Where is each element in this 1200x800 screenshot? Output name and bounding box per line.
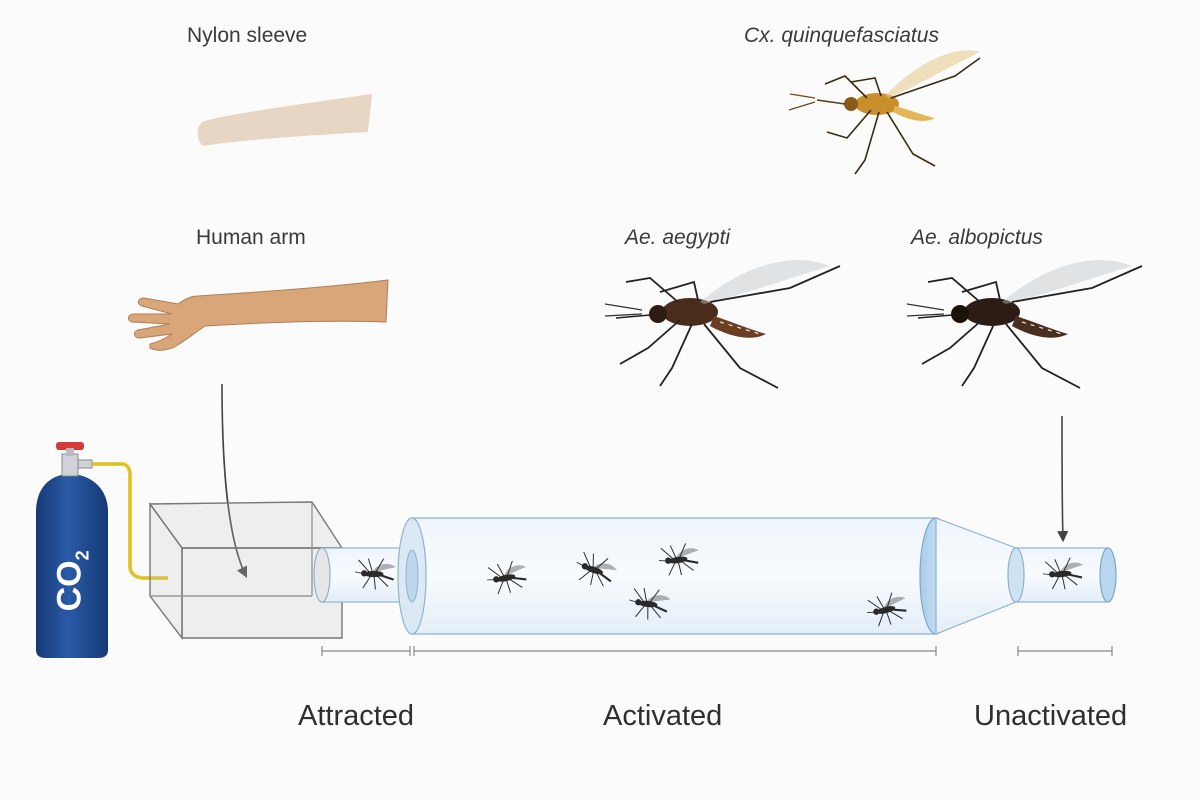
cx-quinquefasciatus-icon [788,50,981,175]
zone-label-activated: Activated [603,700,723,732]
nylon-sleeve-icon [197,94,372,146]
funnel [935,517,1017,635]
label-human-arm: Human arm [196,226,306,249]
label-cx-quinquefasciatus: Cx. quinquefasciatus [744,24,939,47]
human-arm-icon [127,279,389,351]
arrow-to-release-tube [1057,415,1069,543]
zone-label-attracted: Attracted [298,700,415,732]
label-ae-aegypti: Ae. aegypti [625,226,731,249]
zone-brackets [321,646,1113,656]
co2-subscript: 2 [72,550,93,561]
zone-label-unactivated: Unactivated [974,700,1128,732]
ae-albopictus-icon [906,260,1143,389]
arrow-arm-to-box [221,383,248,579]
ae-aegypti-icon [604,260,841,389]
stimulus-box [148,501,344,641]
activation-chamber [397,517,953,635]
label-nylon-sleeve: Nylon sleeve [187,24,308,47]
co2-label: CO2 [50,550,94,612]
co2-tank-icon [36,442,108,658]
co2-text: CO [50,560,89,612]
label-ae-albopictus: Ae. albopictus [911,226,1043,249]
